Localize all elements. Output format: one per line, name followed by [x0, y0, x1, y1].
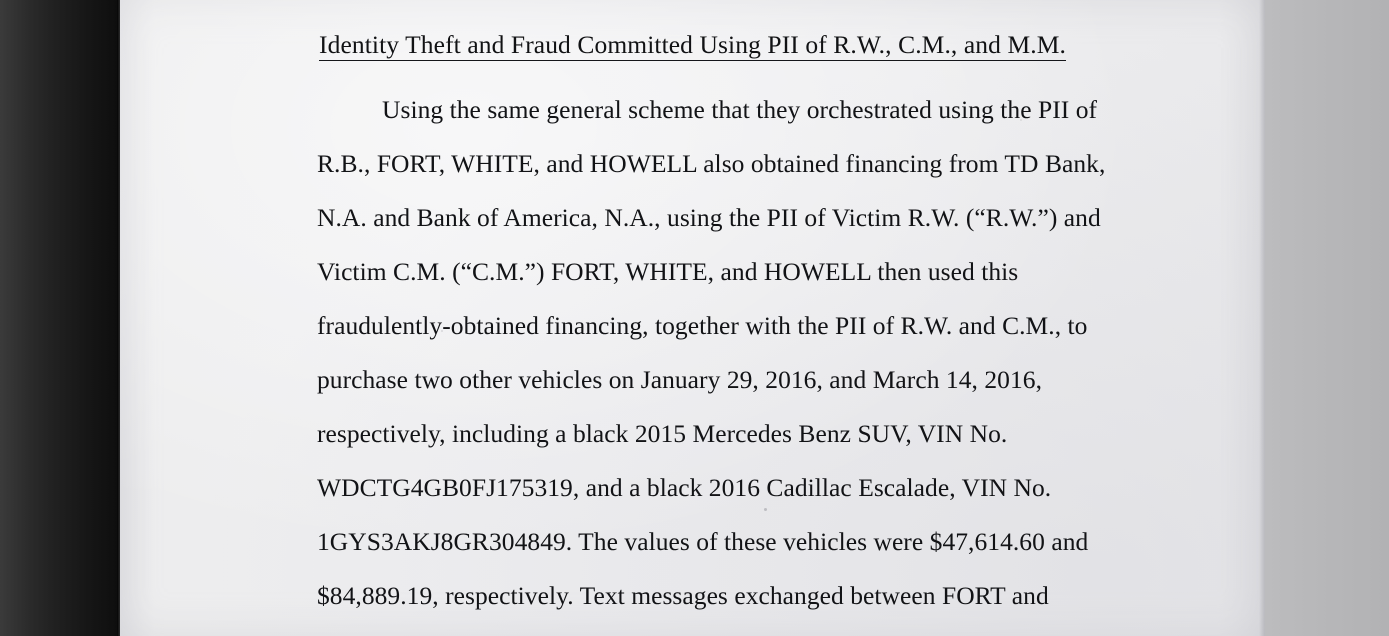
document-page: Identity Theft and Fraud Committed Using… [120, 0, 1265, 636]
paragraph-line: Victim C.M. (“C.M.”) FORT, WHITE, and HO… [317, 257, 1019, 286]
section-heading-text: Identity Theft and Fraud Committed Using… [319, 30, 1066, 62]
section-heading: Identity Theft and Fraud Committed Using… [120, 30, 1265, 62]
paragraph-line: respectively, including a black 2015 Mer… [317, 419, 1008, 448]
scanner-surface-right [1265, 0, 1389, 636]
page-gutter-shadow [0, 0, 120, 636]
page-content: Identity Theft and Fraud Committed Using… [120, 0, 1265, 636]
paragraph-line: fraudulently-obtained financing, togethe… [317, 311, 1088, 340]
paragraph-line: N.A. and Bank of America, N.A., using th… [317, 203, 1101, 232]
paragraph-line: Using the same general scheme that they … [382, 95, 1098, 124]
paragraph-line: 1GYS3AKJ8GR304849. The values of these v… [317, 527, 1089, 556]
paragraph-line: WDCTG4GB0FJ175319, and a black 2016 Cadi… [317, 473, 1052, 502]
paragraph-line: $84,889.19, respectively. Text messages … [317, 581, 1049, 610]
paragraph-line: R.B., FORT, WHITE, and HOWELL also obtai… [317, 149, 1106, 178]
paragraph-line: purchase two other vehicles on January 2… [317, 365, 1043, 394]
body-paragraph: Using the same general scheme that they … [317, 83, 1107, 623]
